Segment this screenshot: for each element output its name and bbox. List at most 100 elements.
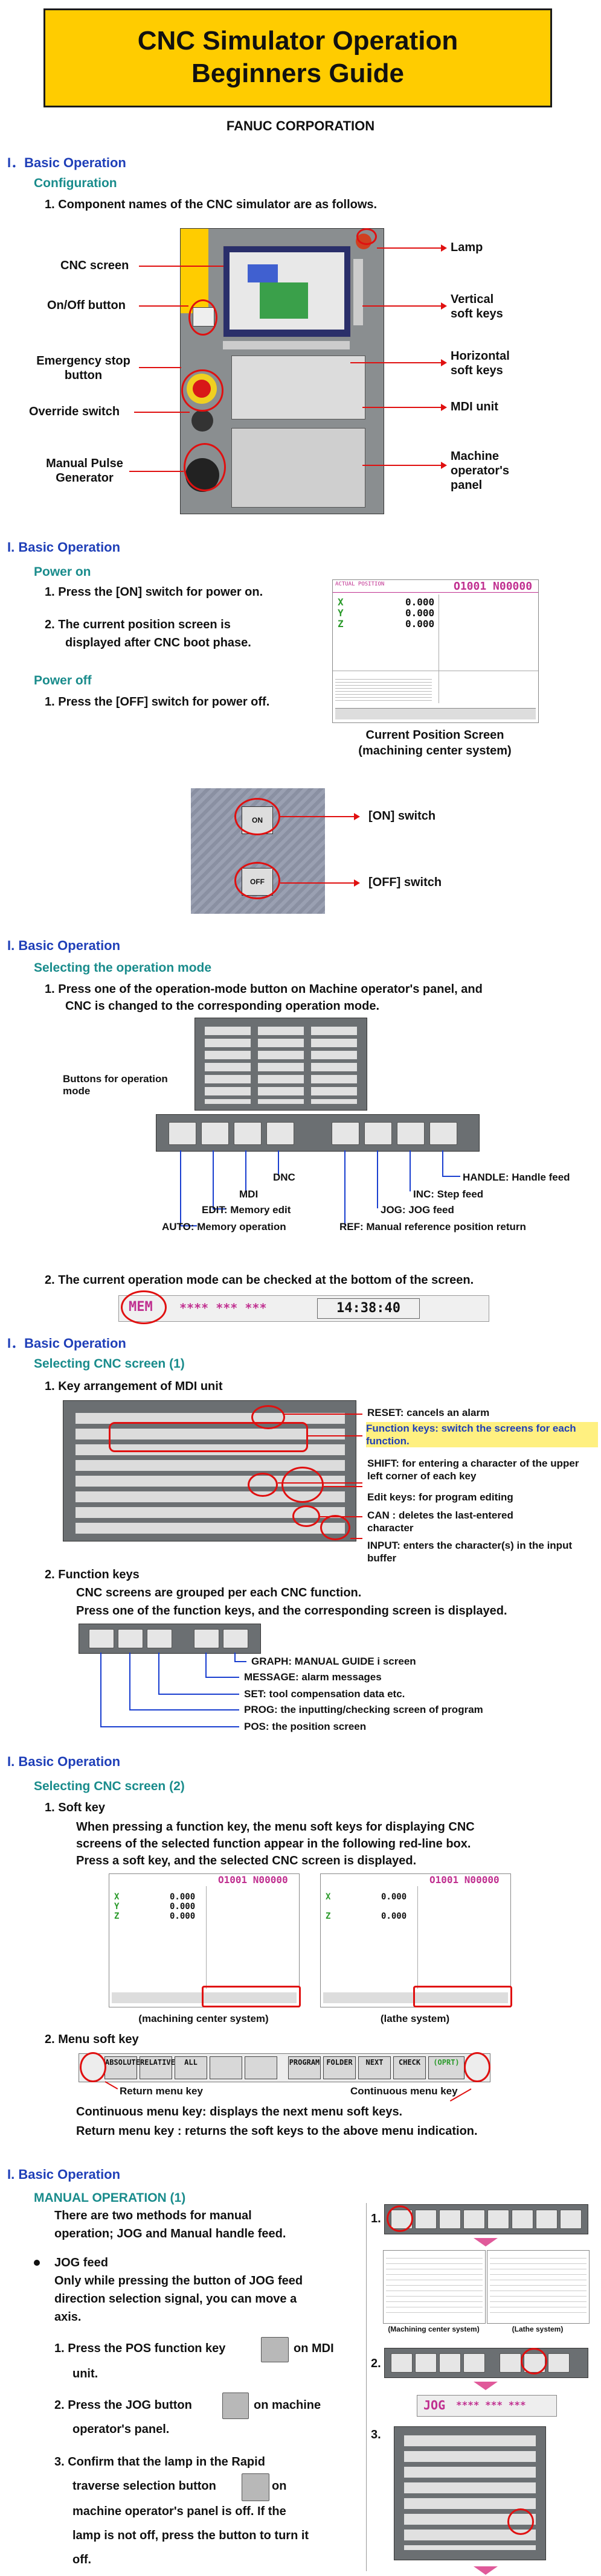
lamp-highlight	[356, 228, 377, 245]
fig2-key	[391, 2353, 413, 2373]
label-on-switch: [ON] switch	[368, 809, 436, 823]
machine-operators-panel	[231, 428, 365, 508]
axis-y: Y	[338, 607, 344, 619]
label-emergency-stop: Emergency stop button	[36, 354, 130, 382]
softkey-next[interactable]: NEXT	[358, 2056, 391, 2079]
mode-button-mdi[interactable]	[234, 1122, 262, 1145]
graph-key[interactable]	[223, 1629, 248, 1648]
label-vertical-soft-keys: Vertical soft keys	[451, 293, 503, 320]
fkey-message: MESSAGE: alarm messages	[244, 1671, 382, 1683]
horizontal-soft-keys	[223, 341, 350, 349]
softkey-blank-2[interactable]	[245, 2056, 277, 2079]
subheading-operation-mode: Selecting the operation mode	[34, 961, 212, 975]
mode-button-ref[interactable]	[332, 1122, 359, 1145]
mode-label-ref: REF: Manual reference position return	[339, 1221, 526, 1232]
axis-z: Z	[338, 618, 344, 630]
softkey-folder[interactable]: FOLDER	[323, 2056, 356, 2079]
mode-status-bar: MEM **** *** *** 14:38:40	[118, 1295, 489, 1322]
fkey-prog: PROG: the inputting/checking screen of p…	[244, 1704, 483, 1715]
reset-key-highlight	[251, 1405, 285, 1429]
softkey-relative[interactable]: RELATIVE	[140, 2056, 175, 2079]
mc-softkey-box	[202, 1986, 301, 2007]
fig1-caption-mc: (Machining center system)	[388, 2325, 480, 2333]
function-key-row	[79, 1624, 261, 1654]
arrow	[441, 244, 447, 252]
jog-step-3a: 3. Confirm that the lamp in the Rapid	[54, 2455, 265, 2469]
manual-intro-1: There are two methods for manual	[54, 2209, 252, 2222]
mode-button-dnc[interactable]	[266, 1122, 294, 1145]
set-key[interactable]	[147, 1629, 172, 1648]
softkey-check[interactable]: CHECK	[393, 2056, 426, 2079]
mode-button-handle[interactable]	[429, 1122, 457, 1145]
continuous-menu-key-highlight	[464, 2052, 490, 2082]
arrow	[441, 404, 447, 411]
opmode-item-2: 2. The current operation mode can be che…	[45, 1274, 474, 1287]
softkey-desc-1: When pressing a function key, the menu s…	[76, 1820, 475, 1834]
mode-label-edit: EDIT: Memory edit	[202, 1204, 291, 1216]
softkey-oprt[interactable]: (OPRT)	[428, 2056, 464, 2079]
softkey-blank-1[interactable]	[210, 2056, 242, 2079]
mode-button-jog[interactable]	[364, 1122, 392, 1145]
softkey-program[interactable]: PROGRAM	[288, 2056, 321, 2079]
fig3-operator-panel	[394, 2426, 546, 2560]
rapid-traverse-button-icon	[242, 2473, 269, 2501]
down-arrow	[474, 2382, 498, 2390]
softkey-all[interactable]: ALL	[175, 2056, 207, 2079]
note-continuous-menu-key: Continuous menu key: displays the next m…	[76, 2105, 403, 2119]
input-key-highlight	[320, 1515, 350, 1540]
power-off-step-1: 1. Press the [OFF] switch for power off.	[45, 695, 270, 709]
fig-number-1: 1.	[371, 2212, 381, 2225]
pos-key[interactable]	[89, 1629, 114, 1648]
label-mdi-unit: MDI unit	[451, 400, 498, 413]
jog-step-2b: on machine	[254, 2399, 321, 2412]
function-keys-desc-2: Press one of the function keys, and the …	[76, 1604, 507, 1618]
note-shift: SHIFT: for entering a character of the u…	[367, 1458, 579, 1482]
cnc1-item-1: 1. Key arrangement of MDI unit	[45, 1380, 223, 1393]
fig1-key	[487, 2210, 509, 2229]
off-switch-highlight	[234, 862, 280, 899]
fig1-function-keys	[384, 2204, 588, 2234]
company-name: FANUC CORPORATION	[226, 118, 375, 133]
screen-program-number: O1001 N00000	[454, 580, 533, 593]
fig2-mode-buttons	[384, 2348, 588, 2378]
note-return-menu-key: Return menu key : returns the soft keys …	[76, 2125, 478, 2138]
fig2-jog-highlight	[521, 2348, 547, 2374]
mode-button-edit[interactable]	[201, 1122, 229, 1145]
section-heading-1: I．Basic Operation	[7, 155, 126, 170]
return-menu-key-highlight	[80, 2052, 106, 2082]
mc-x-value: 0.000	[170, 1892, 196, 1902]
softkey-absolute[interactable]: ABSOLUTE	[104, 2056, 140, 2079]
cnc-screen	[223, 246, 351, 337]
fig2-key	[548, 2353, 570, 2373]
fig-number-2: 2.	[371, 2357, 381, 2370]
shift-key-highlight	[248, 1473, 278, 1497]
note-edit-keys: Edit keys: for program editing	[367, 1491, 513, 1503]
override-switch	[191, 410, 213, 432]
fig2-jog-stars: **** *** ***	[456, 2399, 526, 2411]
section-heading-5: I. Basic Operation	[7, 1754, 121, 1769]
mc-position-screen: O1001 N00000 X Y Z 0.000 0.000 0.000	[109, 1873, 300, 2007]
lathe-axis-z: Z	[326, 1911, 331, 1921]
power-on-step-2a: 2. The current position screen is	[45, 618, 231, 631]
mc-y-value: 0.000	[170, 1902, 196, 1911]
mode-button-auto[interactable]	[169, 1122, 196, 1145]
section-heading-6: I. Basic Operation	[7, 2167, 121, 2182]
mode-button-inc[interactable]	[397, 1122, 425, 1145]
prog-key[interactable]	[118, 1629, 143, 1648]
subheading-manual-operation: MANUAL OPERATION (1)	[34, 2191, 186, 2205]
menu-soft-key-bar: ABSOLUTE RELATIVE ALL PROGRAM FOLDER NEX…	[79, 2053, 490, 2082]
fig2-jog-mode: JOG	[423, 2398, 446, 2412]
label-buttons-for-operation-mode: Buttons for operation mode	[63, 1073, 168, 1097]
function-keys-desc-1: CNC screens are grouped per each CNC fun…	[76, 1586, 362, 1599]
manual-intro-2: operation; JOG and Manual handle feed.	[54, 2227, 286, 2240]
label-lamp: Lamp	[451, 241, 483, 254]
config-item-1: 1. Component names of the CNC simulator …	[45, 198, 378, 211]
power-on-step-1: 1. Press the [ON] switch for power on.	[45, 585, 263, 599]
message-key[interactable]	[194, 1629, 219, 1648]
line	[134, 412, 190, 413]
pos-function-key-icon	[261, 2337, 289, 2362]
lathe-axis-x: X	[326, 1892, 331, 1902]
onoff-highlight	[188, 299, 217, 336]
fig1-key	[439, 2210, 461, 2229]
lathe-softkey-box	[413, 1986, 512, 2007]
